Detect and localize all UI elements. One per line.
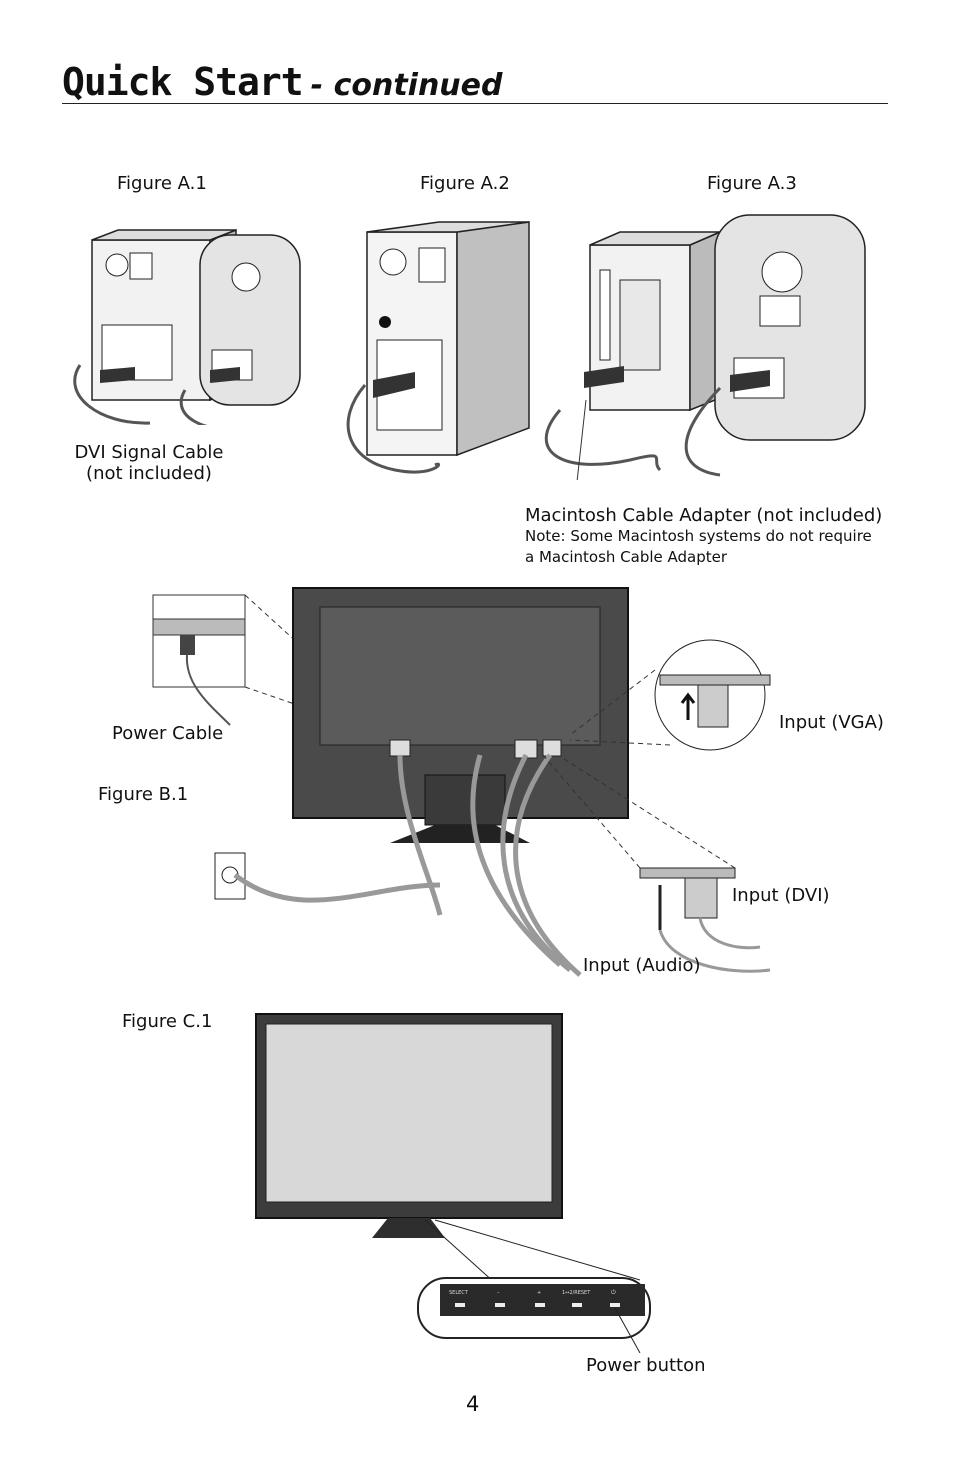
figure-a3-label: Figure A.3 <box>707 173 797 194</box>
figure-b1-illustration <box>152 587 771 977</box>
mac-adapter-note-line2: a Macintosh Cable Adapter <box>525 548 728 566</box>
mac-adapter-note: Note: Some Macintosh systems do not requ… <box>525 526 872 568</box>
title-main: Quick Start <box>62 60 304 104</box>
figure-a2-illustration <box>346 221 530 474</box>
mac-adapter-note-line1: Note: Some Macintosh systems do not requ… <box>525 527 872 545</box>
figure-a2-label: Figure A.2 <box>420 173 510 194</box>
button-label-select: SELECT <box>449 1290 469 1296</box>
button-label-minus: – <box>497 1290 500 1296</box>
figure-a3-illustration <box>545 214 866 480</box>
input-dvi-label: Input (DVI) <box>732 885 830 906</box>
button-label-plus: + <box>537 1290 541 1296</box>
figure-c1-illustration: SELECT – + 1↔2/RESET ⏻ <box>255 1013 651 1353</box>
figure-a1-callout: DVI Signal Cable (not included) <box>60 442 238 484</box>
figure-c1-label: Figure C.1 <box>122 1011 213 1032</box>
page-number: 4 <box>466 1392 480 1416</box>
figure-a1-illustration <box>73 228 301 425</box>
button-label-input-reset: 1↔2/RESET <box>562 1290 591 1296</box>
title-subtitle: - continued <box>310 68 503 103</box>
dvi-cable-label: DVI Signal Cable <box>74 442 224 463</box>
dvi-cable-note: (not included) <box>86 463 212 484</box>
power-button-label: Power button <box>586 1355 706 1376</box>
power-icon: ⏻ <box>611 1289 616 1296</box>
input-vga-label: Input (VGA) <box>779 712 884 733</box>
input-audio-label: Input (Audio) <box>583 955 701 976</box>
mac-adapter-label: Macintosh Cable Adapter (not included) <box>525 505 883 526</box>
title-rule <box>62 103 888 104</box>
figure-b1-label: Figure B.1 <box>98 784 189 805</box>
figure-a1-label: Figure A.1 <box>117 173 207 194</box>
page-title: Quick Start- continued <box>62 60 502 104</box>
power-cable-label: Power Cable <box>112 723 224 744</box>
